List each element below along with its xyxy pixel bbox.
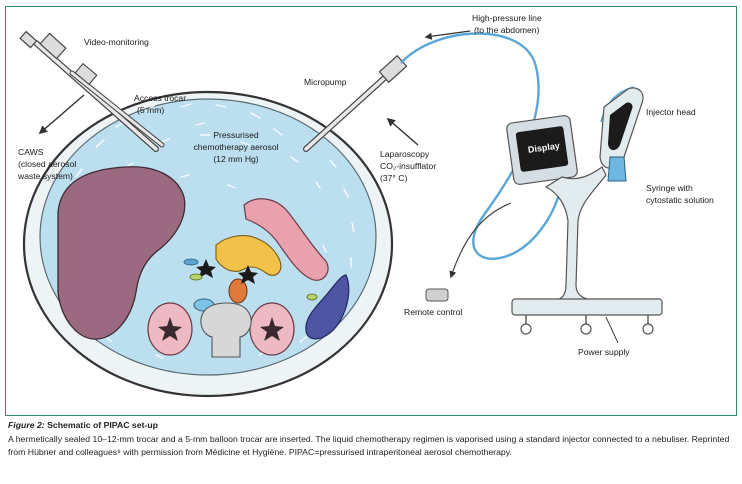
micropump-trocar-icon — [303, 54, 408, 152]
caption-figure-label: Figure 2: — [8, 420, 45, 430]
label-syringe: Syringe with — [646, 183, 693, 193]
access-trocar-icon — [69, 62, 165, 148]
label-pressurised-aerosol: chemotherapy aerosol — [193, 142, 278, 152]
intestine — [243, 198, 329, 281]
bowel-loop — [183, 258, 199, 266]
remote-control-device — [425, 288, 449, 302]
remote-control-cable — [449, 202, 512, 279]
label-high-pressure-line: High-pressure line — [472, 13, 542, 23]
label-to-abdomen: (to the abdomen) — [474, 25, 540, 35]
tumour-star-icon — [158, 317, 182, 341]
bowel-loop — [306, 293, 318, 301]
label-video-monitoring: Video-monitoring — [84, 37, 149, 47]
caption-body: A hermetically sealed 10–12-mm trocar an… — [8, 433, 730, 458]
label-cytostatic-solution: cytostatic solution — [646, 195, 714, 205]
abdomen-cross-section — [22, 90, 394, 398]
label-co2-insufflator: CO₂-insufflator — [380, 161, 436, 171]
label-caws-desc: (closed aerosol — [18, 159, 76, 169]
syringe-icon — [607, 156, 627, 182]
label-pressurised: Pressurised — [213, 130, 259, 140]
injector-machine — [425, 87, 663, 344]
vertebra — [200, 302, 252, 358]
bowel-loop — [189, 273, 203, 281]
figure-frame: Video-monitoring Access trocar (5 mm) CA… — [5, 6, 737, 416]
label-caws-desc: waste system) — [17, 171, 73, 181]
figure-caption: Figure 2: Schematic of PIPAC set-up A he… — [8, 419, 734, 460]
caption-title-text: Schematic of PIPAC set-up — [47, 420, 158, 430]
pancreas — [215, 235, 282, 276]
label-micropump: Micropump — [304, 77, 347, 87]
label-injector-head: Injector head — [646, 107, 696, 117]
label-laparoscopy: Laparoscopy — [380, 149, 430, 159]
label-display: Display — [527, 141, 560, 155]
pipac-diagram: Video-monitoring Access trocar (5 mm) CA… — [17, 13, 714, 398]
label-access-trocar-size: (5 mm) — [137, 105, 164, 115]
high-pressure-line — [400, 32, 563, 260]
label-pressurised-pressure: (12 mm Hg) — [213, 154, 258, 164]
high-pressure-arrow-icon — [424, 30, 471, 40]
power-supply-leader — [605, 316, 619, 344]
spleen — [305, 274, 350, 340]
caws-arrow-icon — [38, 94, 85, 135]
tumour-star-icon — [196, 259, 216, 278]
liver — [57, 166, 186, 340]
power-supply-base — [511, 298, 663, 316]
insufflator-arrow-icon — [386, 117, 419, 146]
label-remote-control: Remote control — [404, 307, 462, 317]
tumour-star-icon — [238, 265, 258, 284]
tumour-star-icon — [260, 317, 284, 341]
injector-stand — [544, 166, 607, 314]
caption-title: Figure 2: Schematic of PIPAC set-up — [8, 419, 734, 433]
label-power-supply: Power supply — [578, 347, 630, 357]
label-access-trocar: Access trocar — [134, 93, 186, 103]
label-temperature: (37° C) — [380, 173, 407, 183]
label-caws: CAWS — [18, 147, 44, 157]
aorta — [228, 278, 248, 304]
video-monitoring-trocar-icon — [19, 30, 159, 152]
